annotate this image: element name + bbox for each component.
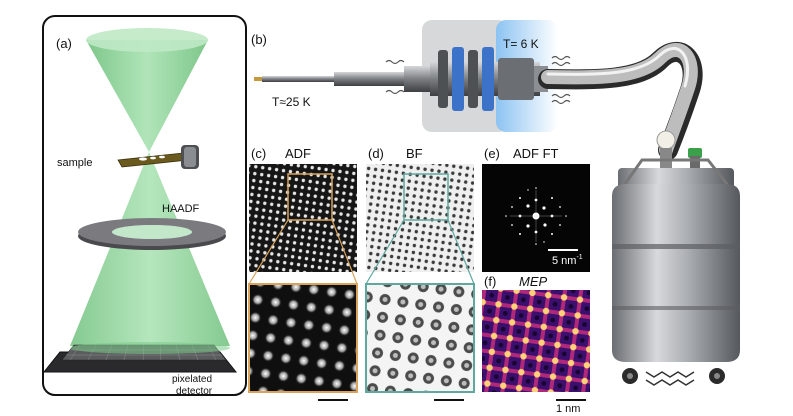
- detector-label-line1: pixelated: [172, 374, 212, 385]
- panel-e-title: ADF FT: [513, 146, 559, 161]
- panel-c: (c) ADF: [248, 146, 358, 401]
- panel-c-label: (c): [251, 146, 266, 161]
- vibration-marks: [385, 55, 571, 105]
- beam-upper-cone: [86, 40, 208, 152]
- panel-d: (d) BF: [365, 146, 475, 401]
- panel-e-label: (e): [484, 146, 500, 161]
- haadf-label: HAADF: [162, 203, 200, 215]
- sample-label: sample: [57, 157, 92, 169]
- panel-d-title: BF: [406, 146, 423, 161]
- panel-e: (e) ADF FT 5 nm-1: [482, 146, 590, 272]
- detector-label-line2: detector: [176, 386, 213, 397]
- panel-d-label: (d): [368, 146, 384, 161]
- panel-f-label: (f): [484, 274, 496, 289]
- adf-zoom-image: [248, 283, 358, 393]
- dewar: [612, 130, 740, 386]
- sample-holder: [117, 145, 199, 169]
- bf-zoom-lines: [365, 219, 475, 285]
- panel-a-label: (a): [56, 36, 72, 51]
- pixelated-detector: [42, 342, 238, 373]
- holder-rod-thin: [262, 76, 336, 82]
- mep-image: [482, 290, 590, 392]
- panel-c-title: ADF: [285, 146, 311, 161]
- mep-scale-label: 1 nm: [556, 403, 580, 415]
- rod-temperature-label: T≈25 K: [272, 95, 311, 109]
- bf-zoom-box: [403, 173, 449, 221]
- panel-a: (a): [42, 15, 247, 397]
- adf-zoom-lines: [248, 219, 358, 285]
- panel-f: (f) MEP 1 nm: [482, 274, 590, 415]
- beam-top-ellipse: [86, 28, 208, 52]
- ft-scale-label: 5 nm-1: [552, 254, 583, 267]
- cold-cylinder: [498, 58, 534, 100]
- panel-b-label: (b): [251, 32, 267, 47]
- cold-temperature-label: T= 6 K: [503, 37, 539, 51]
- ft-streaks: [510, 190, 562, 242]
- holder-tip: [254, 77, 264, 81]
- flange-2: [452, 47, 464, 111]
- flange-4: [482, 47, 494, 111]
- flange-3: [468, 50, 478, 108]
- panel-b: (b) T= 6 K T≈25 K: [251, 20, 740, 386]
- holder-collar: [404, 66, 434, 92]
- adf-image: [249, 164, 357, 272]
- panel-f-title: MEP: [519, 274, 548, 289]
- hose-highlight: [546, 47, 690, 88]
- flange-1: [438, 50, 448, 108]
- bf-zoom-image: [365, 283, 475, 393]
- haadf-ring: [78, 218, 226, 250]
- adf-zoom-box: [287, 173, 333, 221]
- holder-rod-thick: [334, 72, 404, 86]
